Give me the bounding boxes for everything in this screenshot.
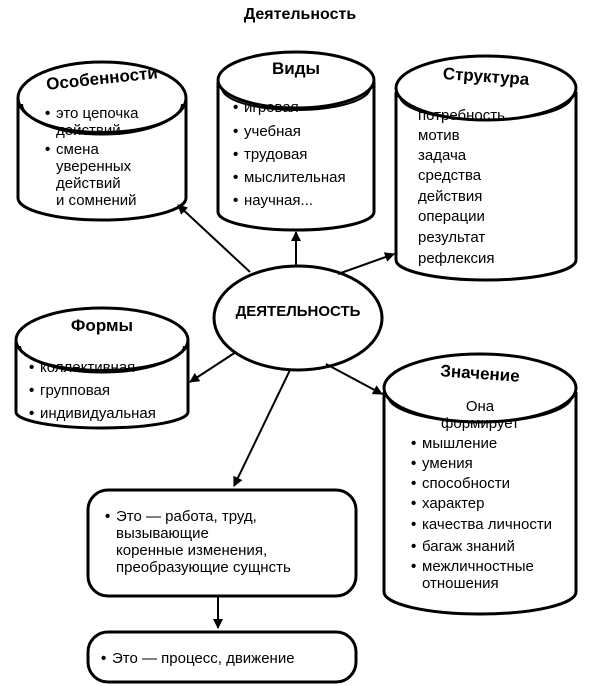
structure-item-2: мотив — [418, 127, 460, 144]
forms-item-2: групповая — [29, 382, 110, 399]
structure-item-1: потребность — [418, 107, 505, 124]
structure-item-3: задача — [418, 147, 467, 164]
forms-label: Формы — [70, 316, 134, 335]
meaning-item-7: межличностные отношения — [411, 558, 534, 592]
kinds-item-5: научная... — [233, 192, 313, 209]
center-ellipse — [212, 264, 384, 372]
structure-item-6: операции — [418, 208, 485, 225]
meaning-item-2: умения — [411, 455, 473, 472]
center-label: ДЕЯТЕЛЬНОСТЬ — [235, 303, 361, 320]
definition2-box — [86, 630, 358, 684]
definition1-text: Это — работа, труд, вызывающие коренные … — [105, 508, 291, 576]
kinds-label: Виды — [271, 59, 321, 78]
structure-item-8: рефлексия — [418, 250, 495, 267]
meaning-intro: Она формирует — [441, 398, 519, 432]
definition1-box — [86, 488, 358, 598]
diagram-title: Деятельность — [243, 6, 357, 23]
kinds-item-1: игровая — [233, 99, 299, 116]
forms-item-3: индивидуальная — [29, 405, 156, 422]
meaning-item-5: качества личности — [411, 516, 552, 533]
kinds-item-3: трудовая — [233, 146, 307, 163]
arrow-to-structure — [337, 252, 395, 275]
structure-item-4: средства — [418, 167, 482, 184]
meaning-item-1: мышление — [411, 435, 497, 452]
arrow-to-forms — [189, 351, 237, 383]
kinds-item-2: учебная — [233, 123, 301, 140]
arrow-to-meaning — [325, 363, 383, 395]
arrow-to-definition1 — [233, 369, 291, 487]
meaning-cylinder — [382, 352, 578, 616]
structure-cylinder — [394, 54, 578, 282]
definition2-text: Это — процесс, движение — [101, 650, 295, 667]
features-item-2: смена уверенных действий и сомнений — [45, 141, 136, 209]
structure-item-5: действия — [418, 188, 483, 205]
meaning-item-6: багаж знаний — [411, 538, 515, 555]
meaning-item-3: способности — [411, 475, 510, 492]
structure-item-7: результат — [418, 229, 486, 246]
kinds-item-4: мыслительная — [233, 169, 346, 186]
forms-item-1: коллективная — [29, 359, 135, 376]
arrow-to-features — [177, 204, 251, 273]
features-item-1: это цепочка действий — [45, 105, 138, 139]
meaning-item-4: характер — [411, 495, 485, 512]
